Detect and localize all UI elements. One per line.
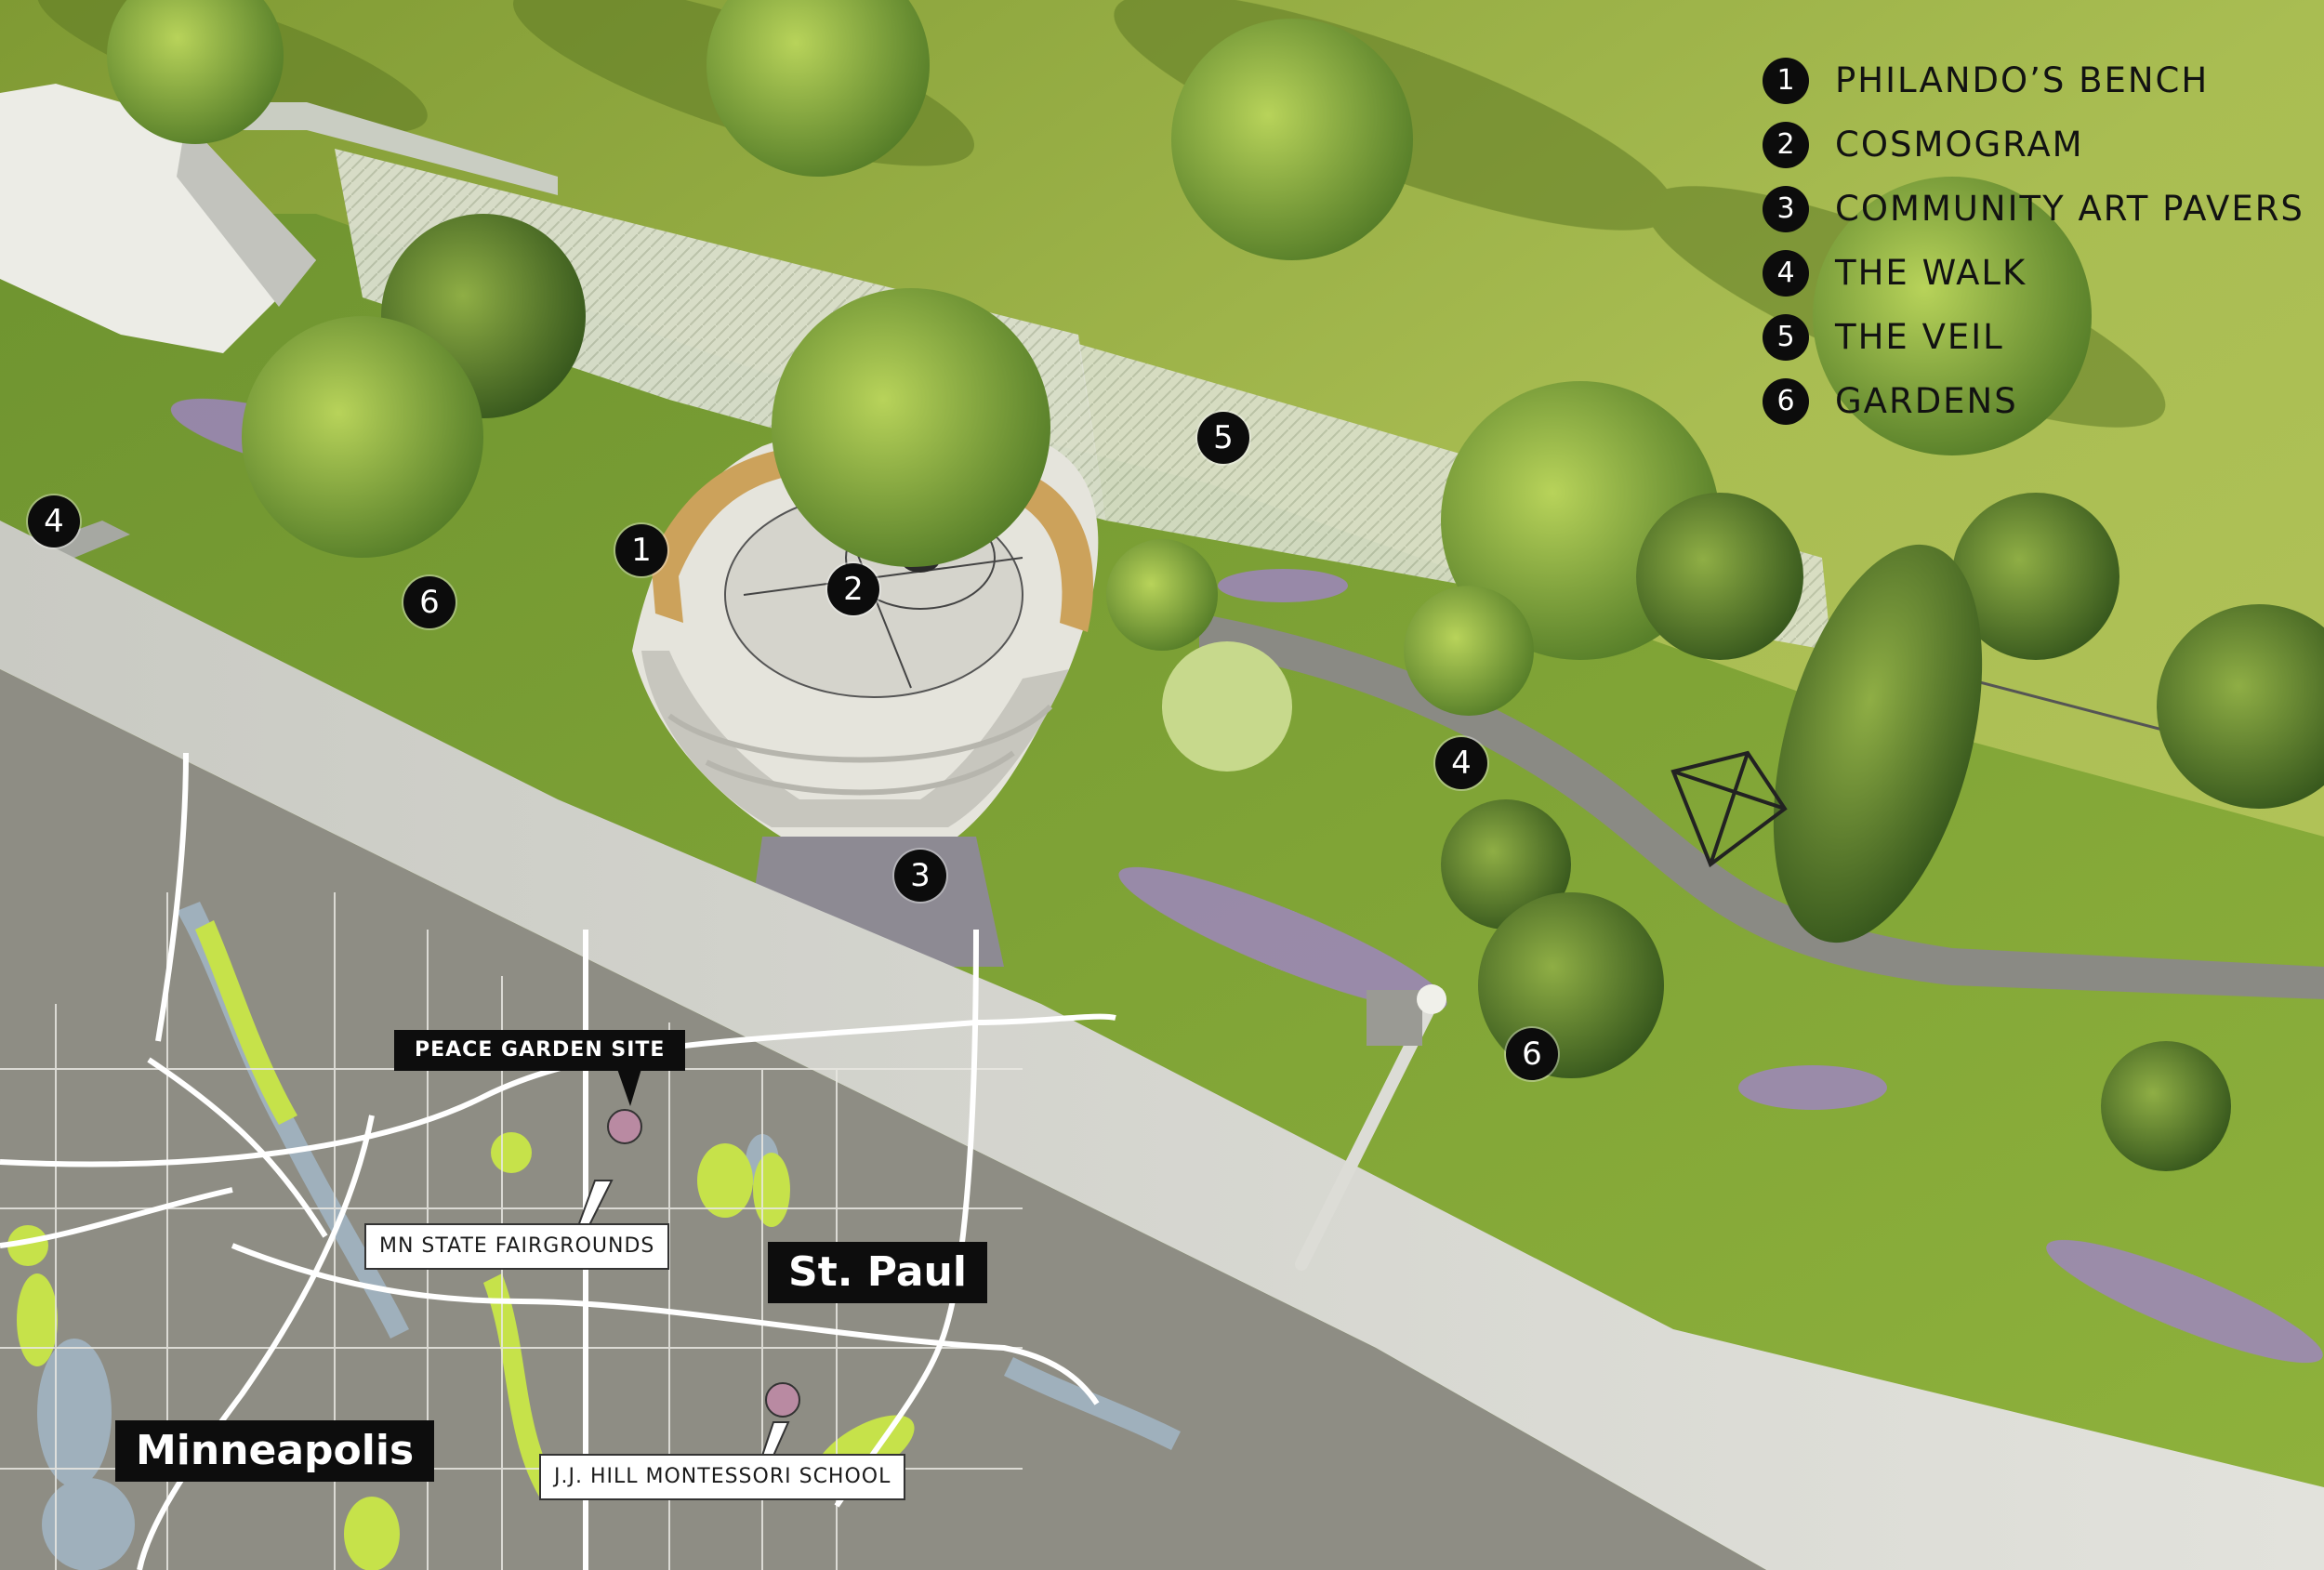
school-callout-pointer (760, 1421, 790, 1457)
school-label: J.J. HILL MONTESSORI SCHOOL (539, 1454, 906, 1500)
marker-community-art-pavers: 3 (894, 850, 946, 902)
city-label-minneapolis: Minneapolis (115, 1420, 435, 1482)
legend-label: THE WALK (1835, 253, 2027, 293)
fairgrounds-label: MN STATE FAIRGROUNDS (364, 1223, 670, 1270)
peace-garden-site-label: PEACE GARDEN SITE (394, 1030, 686, 1071)
legend-number: 5 (1763, 313, 1809, 361)
building-shade (177, 121, 316, 307)
legend-number: 2 (1763, 121, 1809, 168)
legend-number: 4 (1763, 249, 1809, 297)
legend: 1 PHILANDO’S BENCH 2 COSMOGRAM 3 COMMUNI… (1763, 48, 2304, 433)
trees (107, 0, 2324, 1171)
sidewalk (0, 521, 2324, 1570)
legend-label: COSMOGRAM (1835, 125, 2084, 165)
road-and-map (0, 669, 1766, 1570)
marker-the-walk: 4 (1435, 737, 1487, 789)
legend-item: 3 COMMUNITY ART PAVERS (1763, 177, 2304, 241)
legend-label: COMMUNITY ART PAVERS (1835, 189, 2304, 229)
legend-number: 3 (1763, 185, 1809, 232)
city-label-st-paul: St. Paul (768, 1242, 987, 1303)
marker-gardens: 6 (1506, 1028, 1558, 1080)
legend-item: 5 THE VEIL (1763, 305, 2304, 369)
building (0, 84, 316, 353)
legend-number: 6 (1763, 377, 1809, 425)
legend-item: 1 PHILANDO’S BENCH (1763, 48, 2304, 112)
legend-label: PHILANDO’S BENCH (1835, 60, 2210, 100)
school-pin-icon (765, 1382, 800, 1418)
marker-the-veil: 5 (1197, 412, 1249, 464)
wire-sculpture (1670, 750, 1788, 868)
legend-item: 2 COSMOGRAM (1763, 112, 2304, 177)
site-callout-pointer (617, 1069, 641, 1106)
lamp-post (1295, 984, 1446, 1271)
marker-the-walk: 4 (28, 495, 80, 548)
marker-philandos-bench: 1 (615, 524, 667, 576)
legend-label: THE VEIL (1835, 317, 2004, 357)
flower-drifts (170, 398, 2323, 1364)
marker-cosmogram: 2 (827, 563, 879, 615)
legend-item: 4 THE WALK (1763, 241, 2304, 305)
legend-item: 6 GARDENS (1763, 369, 2304, 433)
marker-gardens: 6 (403, 576, 456, 628)
site-pin-icon (607, 1109, 642, 1144)
legend-number: 1 (1763, 57, 1809, 104)
legend-label: GARDENS (1835, 381, 2018, 421)
